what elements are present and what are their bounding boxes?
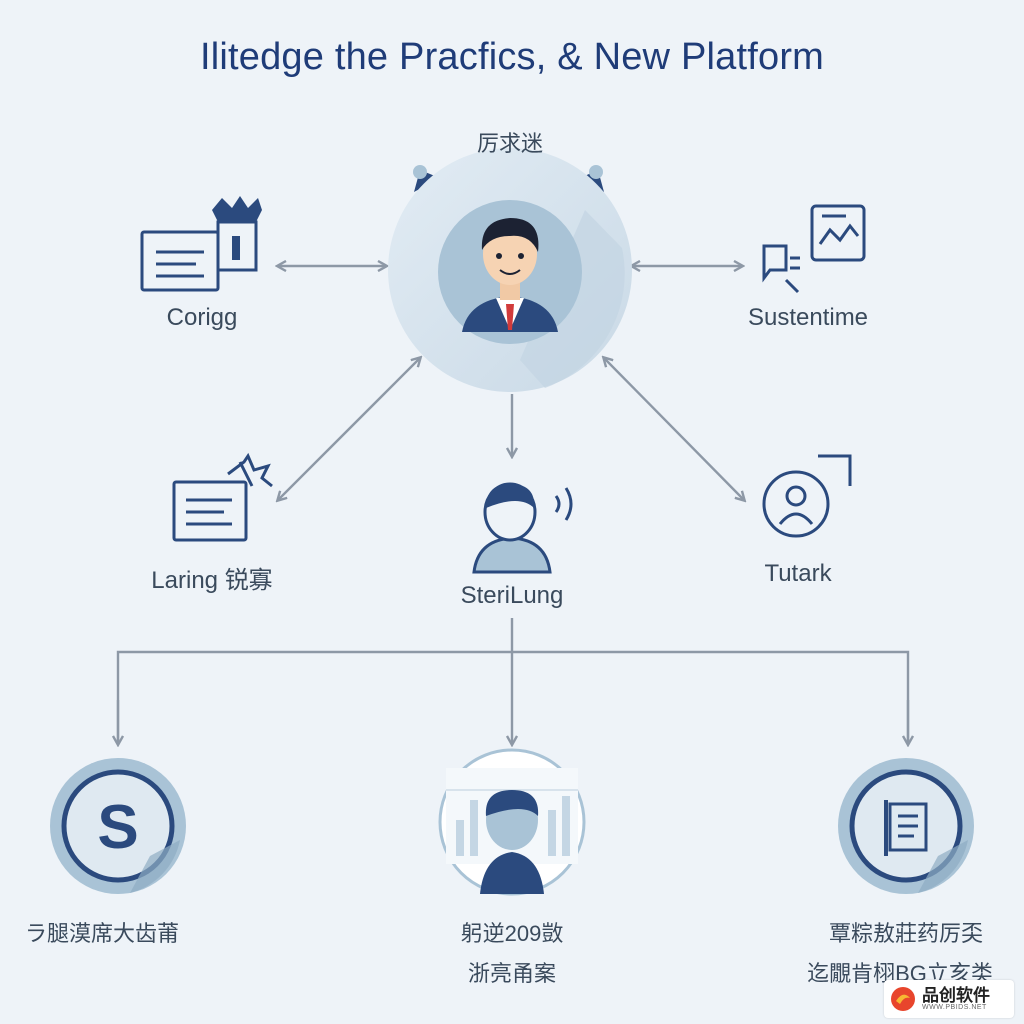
sound-wave-icon — [554, 495, 561, 513]
bottom-middle-label-1: 躬逆209敳 — [460, 921, 564, 946]
bottom-right-label-1: 覃粽敖莊药厉奀 — [828, 921, 984, 946]
bottom-middle-label-2: 浙亮甬案 — [467, 961, 557, 986]
watermark-url: WWW.PBIDS.NET — [922, 1004, 987, 1011]
sterilung-label: SteriLung — [460, 582, 564, 609]
watermark-badge: 品创软件 WWW.PBIDS.NET — [884, 980, 1014, 1018]
center-caption: 厉求迷 — [476, 131, 544, 156]
arrow-center-tutark — [604, 358, 744, 500]
connector-arrows — [118, 266, 908, 744]
bottom-left-node[interactable] — [50, 758, 186, 894]
sterilung-person-icon[interactable] — [472, 482, 573, 574]
sustentime-label: Sustentime — [747, 304, 869, 331]
sustentime-chart-icon[interactable] — [762, 204, 866, 294]
bottom-right-node[interactable] — [838, 758, 974, 894]
page-title: Ilitedge the Pracfics, & New Platform — [199, 36, 825, 78]
bottom-middle-node[interactable] — [438, 748, 586, 896]
tutark-label: Tutark — [764, 560, 832, 587]
config-node-icon[interactable] — [140, 196, 262, 292]
s-letter-icon: S — [97, 793, 138, 862]
bottom-left-label: ラ腿漠席大齿莆 — [24, 921, 180, 946]
businessman-avatar-icon — [462, 218, 558, 332]
center-node[interactable] — [388, 148, 632, 392]
watermark-logo-icon — [891, 987, 915, 1011]
arrow-center-learning — [278, 358, 420, 500]
watermark-text: 品创软件 — [922, 986, 990, 1005]
config-label: Corigg — [166, 304, 238, 331]
bracket-line — [116, 650, 910, 744]
tutark-profile-icon[interactable] — [762, 454, 852, 538]
learning-label: Laring 锐寡 — [151, 567, 273, 594]
learning-board-icon[interactable] — [172, 452, 273, 542]
document-icon — [884, 800, 928, 856]
